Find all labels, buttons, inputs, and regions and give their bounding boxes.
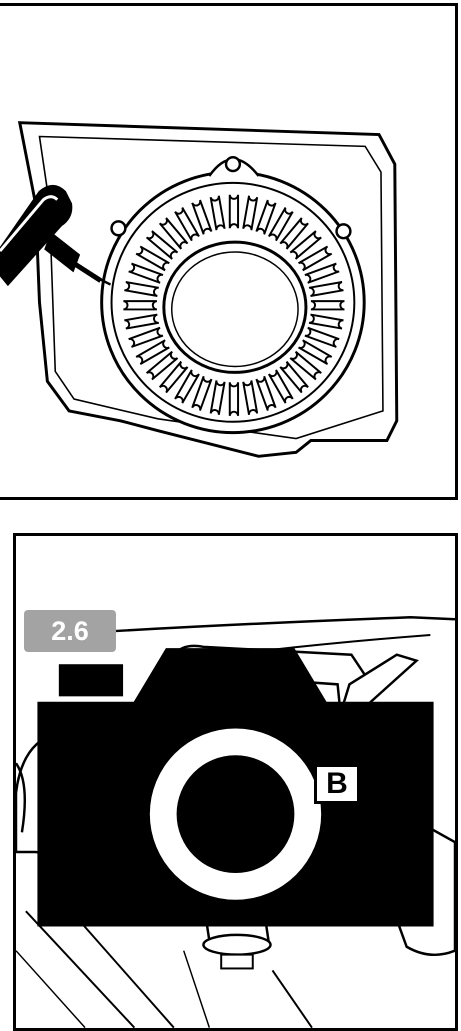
vent-slot — [310, 300, 345, 311]
vent-slot — [267, 369, 294, 404]
vent-slot — [174, 206, 200, 242]
top-bolt — [224, 156, 242, 173]
vent-slot — [209, 195, 226, 231]
vent-slot — [123, 300, 158, 311]
camera-icon — [37, 648, 434, 927]
screwdriver-tip — [98, 277, 112, 286]
deck-line-1 — [25, 910, 136, 1028]
vent-slot — [128, 326, 164, 348]
callout-label-b: B — [314, 764, 367, 811]
starter-hub-inner — [170, 251, 299, 368]
left-bolt — [110, 220, 127, 237]
vent-slot — [308, 281, 344, 297]
screwdriver-handle — [0, 184, 73, 287]
right-bolt — [335, 223, 352, 240]
vent-slot — [228, 194, 240, 229]
illustration-panel-lever-b: 2.6 B — [13, 533, 458, 1031]
deck-line-4 — [271, 969, 313, 1028]
vent-slot — [228, 382, 240, 417]
screwdriver-handle-highlight — [0, 195, 59, 252]
deck-line-5 — [183, 950, 211, 1028]
vent-slot — [298, 245, 333, 272]
engine-housing — [17, 121, 399, 458]
callout-letter: B — [314, 764, 360, 804]
deck-line-3 — [16, 950, 86, 1028]
recoil-starter-drawing — [0, 121, 399, 458]
vent-slot — [135, 339, 170, 366]
vent-slot — [242, 380, 259, 416]
step-number-badge: 2.6 — [24, 610, 116, 652]
vent-slot — [255, 375, 277, 411]
vent-slot — [124, 313, 159, 330]
screwdriver-ferrule — [44, 231, 81, 273]
vent-slots — [123, 194, 345, 417]
vent-slot — [304, 262, 340, 284]
vent-slot — [191, 199, 213, 235]
screwdriver — [0, 184, 112, 287]
left-edge-curve — [16, 762, 27, 833]
starter-cover-ring — [110, 181, 356, 423]
frame-line-top — [114, 616, 455, 633]
shaft-stub — [220, 953, 254, 970]
illustration-panel-recoil-starter — [0, 3, 458, 500]
screwdriver-shaft — [71, 260, 103, 283]
